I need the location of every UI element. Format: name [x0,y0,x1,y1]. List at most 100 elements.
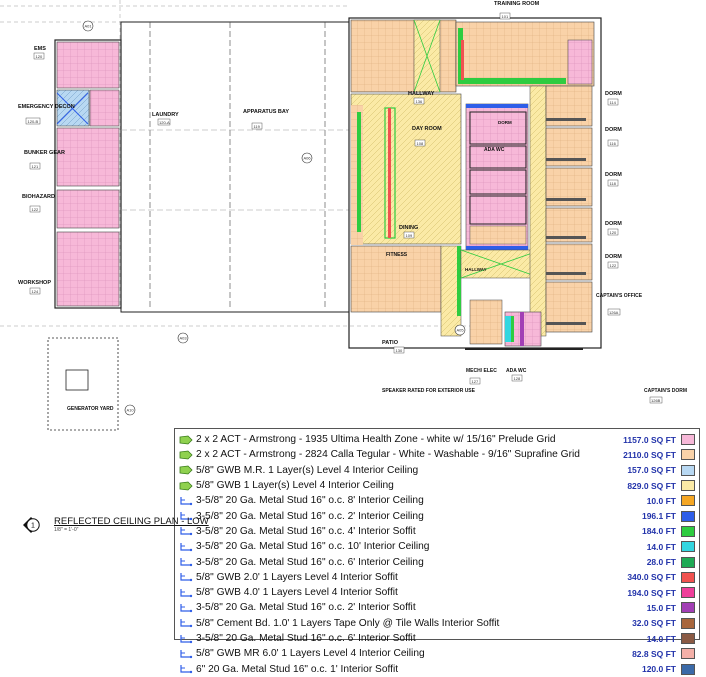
fitness-ceiling [350,245,442,313]
legend-row: 3-5/8" 20 Ga. Metal Stud 16" o.c. 6' Int… [179,631,695,646]
legend-row: 5/8" GWB 4.0' 1 Layers Level 4 Interior … [179,585,695,600]
svg-text:130: 130 [396,348,403,353]
room-training: TRAINING ROOM [494,1,540,7]
area-tool-icon [179,481,193,490]
svg-text:126A: 126A [609,310,619,315]
hallway-tag: HALLWAY [465,267,487,272]
biohazard-ceiling [56,189,120,229]
legend-label: 3-5/8" 20 Ga. Metal Stud 16" o.c. 8' Int… [196,495,424,507]
drawing-scale: 1/8" = 1'-0" [54,527,79,533]
svg-text:118: 118 [610,181,617,186]
legend-quantity: 1157.0 SQ FT [623,434,676,445]
svg-text:126B: 126B [651,398,661,403]
linear-tool-icon [180,634,193,643]
linear-tool-icon [180,512,193,521]
legend-swatch [681,480,695,492]
legend-label: 3-5/8" 20 Ga. Metal Stud 16" o.c. 10' In… [196,541,430,553]
legend-swatch [681,495,695,507]
room-dining: DINING [399,225,418,231]
room-laundry: LAUNDRY [152,112,179,118]
area-tool-icon [179,450,193,460]
svg-text:A03: A03 [180,336,188,341]
legend-quantity: 15.0 FT [646,602,676,613]
legend-row: 5/8" GWB 2.0' 1 Layers Level 4 Interior … [179,570,695,585]
legend-swatch [681,633,695,644]
svg-text:108: 108 [417,141,424,146]
svg-text:122: 122 [32,207,39,212]
main-building [348,17,602,350]
drawing-title: 1 REFLECTED CEILING PLAN - LOW 1/8" = 1'… [22,514,209,536]
dorm-stack [545,85,593,333]
legend-swatch [681,587,695,599]
room-day-room: DAY ROOM [412,126,442,132]
legend-row: 6" 20 Ga. Metal Stud 16" o.c. 1' Interio… [179,661,695,676]
legend-quantity: 2110.0 SQ FT [623,449,676,460]
legend-label: 6" 20 Ga. Metal Stud 16" o.c. 1' Interio… [196,663,399,675]
legend-swatch [681,510,695,522]
area-tool-icon [179,435,193,445]
svg-text:136: 136 [416,99,423,104]
linear-tool-icon [180,649,193,658]
legend-quantity: 184.0 FT [641,526,676,537]
svg-text:119: 119 [254,124,261,129]
linear-tool-icon [180,527,193,536]
legend-swatch [681,617,695,629]
legend-quantity: 32.0 SQ FT [632,618,676,629]
legend-swatch [681,434,695,446]
legend-row: 3-5/8" 20 Ga. Metal Stud 16" o.c. 8' Int… [179,493,695,508]
legend-row: 3-5/8" 20 Ga. Metal Stud 16" o.c. 10' In… [179,539,695,554]
callout-labels: A01 A06 A03 A05 A10 [85,24,465,413]
legend-row: 5/8" Cement Bd. 1.0' 1 Layers Tape Only … [179,616,695,631]
workshop-ceiling [56,231,120,307]
floor-plan: EMS EMERGENCY DECON BUNKER GEAR BIOHAZAR… [0,0,687,431]
room-captains-dorm: CAPTAIN'S DORM [644,388,687,394]
legend-label: 3-5/8" 20 Ga. Metal Stud 16" o.c. 2' Int… [196,510,424,522]
legend-quantity: 82.8 SQ FT [632,648,676,659]
svg-text:A06: A06 [304,156,312,161]
room-emergency-decon: EMERGENCY DECON [18,104,75,110]
svg-text:A05: A05 [457,328,465,333]
legend-label: 3-5/8" 20 Ga. Metal Stud 16" o.c. 2' Int… [196,602,416,614]
speaker-note: SPEAKER RATED FOR EXTERIOR USE [382,388,476,394]
linear-tool-icon [180,542,193,551]
room-dorm-118: DORM [605,172,622,178]
svg-text:128: 128 [514,376,521,381]
legend-label: 5/8" GWB M.R. 1 Layer(s) Level 4 Interio… [196,464,419,476]
svg-text:120: 120 [610,230,617,235]
legend-quantity: 120.0 FT [641,664,676,675]
linear-tool-icon [180,573,193,582]
room-generator-yard: GENERATOR YARD [67,406,114,412]
legend-row: 3-5/8" 20 Ga. Metal Stud 16" o.c. 2' Int… [179,508,695,523]
svg-text:127: 127 [472,379,479,384]
room-ems: EMS [34,46,46,52]
legend-row: 5/8" GWB 1 Layer(s) Level 4 Interior Cei… [179,478,695,493]
svg-text:120-A: 120-A [159,120,170,125]
svg-text:109: 109 [406,233,413,238]
generator-yard [47,337,119,431]
room-dorm-120: DORM [605,221,622,227]
linear-tool-icon [180,588,193,597]
legend-quantity: 10.0 FT [646,495,676,506]
room-labels: EMS EMERGENCY DECON BUNKER GEAR BIOHAZAR… [18,1,687,412]
linear-tool-icon [180,496,193,506]
svg-text:116: 116 [610,141,617,146]
room-patio: PATIO [382,340,399,346]
day-room-ceiling [350,93,462,245]
legend-swatch [681,541,695,553]
room-dorm-116: DORM [605,127,622,133]
legend-label: 5/8" GWB 1 Layer(s) Level 4 Interior Cei… [196,480,394,492]
svg-text:120-B: 120-B [28,119,39,124]
legend-label: 3-5/8" 20 Ga. Metal Stud 16" o.c. 4' Int… [196,525,416,537]
legend-quantity: 14.0 FT [646,633,676,644]
legend-label: 3-5/8" 20 Ga. Metal Stud 16" o.c. 6' Int… [196,556,424,568]
room-fitness: FITNESS [386,252,408,258]
svg-text:114: 114 [610,100,617,105]
legend-row: 3-5/8" 20 Ga. Metal Stud 16" o.c. 6' Int… [179,554,695,569]
svg-text:124: 124 [32,289,39,294]
callout-bubbles [82,20,466,416]
room-bunker-gear: BUNKER GEAR [24,150,65,156]
legend-label: 5/8" GWB 4.0' 1 Layers Level 4 Interior … [196,587,398,599]
legend-swatch [681,648,695,660]
legend-swatch [681,464,695,476]
svg-text:120: 120 [36,54,43,59]
